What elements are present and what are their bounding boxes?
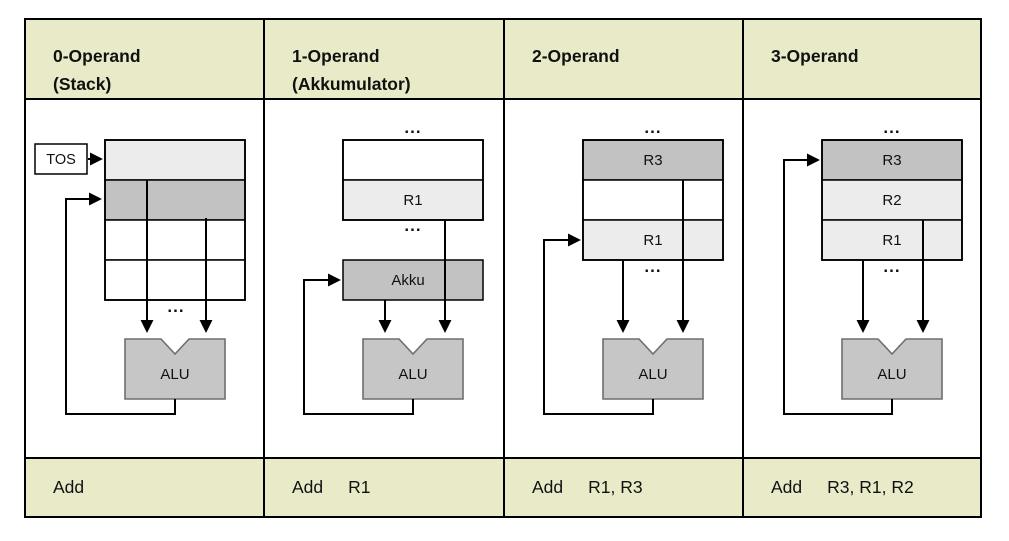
diagram-akkumulator-architecture: ... R1 ... Akku ALU [265,100,505,459]
header-1-operand: 1-Operand (Akkumulator) [265,20,505,100]
header-subtitle: (Stack) [53,74,112,94]
instruction-operands: R1, R3 [588,477,643,497]
instruction-operands: R1 [348,477,371,497]
tos-label: TOS [46,152,76,168]
diagram-3-operand-architecture: ... R3 R2 R1 ... ALU [744,100,980,459]
ellipsis: ... [883,257,900,276]
alu: ALU [841,338,943,400]
register-cell-blank [582,179,724,221]
register-outline [821,139,963,261]
register-label-r1: R1 [643,232,662,249]
stack-cell-4 [104,259,246,301]
diagram-2-operand-architecture: ... R3 R1 ... ALU [505,100,744,459]
ellipsis: ... [883,118,900,137]
header-title: 3-Operand [771,46,859,66]
akku-label: Akku [391,272,424,289]
register-label-r3: R3 [643,152,662,169]
instruction-3-operand: Add R3, R1, R2 [744,459,980,516]
alu: ALU [602,338,704,400]
register-outline [582,139,724,261]
header-2-operand: 2-Operand [505,20,744,100]
instruction-opcode: Add [771,477,803,497]
header-title: 2-Operand [532,46,620,66]
header-title: 1-Operand [292,46,380,66]
ellipsis: ... [644,257,661,276]
instruction-operands: R3, R1, R2 [827,477,914,497]
register-outline [342,139,484,221]
header-3-operand: 3-Operand [744,20,980,100]
register-cell-r3 [582,139,724,181]
alu-feedback-line [65,192,176,415]
register-label-r3: R3 [882,152,901,169]
stack-cell-3 [104,219,246,261]
register-label-r2: R2 [882,192,901,209]
alu-shape [124,338,226,400]
ellipsis: ... [644,118,661,137]
alu: ALU [124,338,226,400]
alu-feedback-line [303,273,414,415]
instruction-opcode: Add [292,477,324,497]
ellipsis: ... [167,297,184,316]
instruction-stack: Add [26,459,265,516]
alu-shape [841,338,943,400]
akku-box [342,259,484,301]
alu-shape [602,338,704,400]
stack-cell-2 [104,179,246,221]
header-subtitle: (Akkumulator) [292,74,411,94]
stack-outline [104,139,246,301]
instruction-2-operand: Add R1, R3 [505,459,744,516]
operand-architecture-table: 0-Operand (Stack) 1-Operand (Akkumulator… [24,18,982,518]
alu-label: ALU [877,366,906,383]
instruction-opcode: Add [53,477,85,497]
register-cell-blank [342,139,484,181]
alu-label: ALU [160,366,189,383]
alu-shape [362,338,464,400]
header-title: 0-Operand [53,46,141,66]
stack-cell-tos [104,139,246,181]
ellipsis: ... [404,216,421,235]
alu: ALU [362,338,464,400]
instruction-akkumulator: Add R1 [265,459,505,516]
ellipsis: ... [404,118,421,137]
alu-feedback-line [783,153,893,415]
alu-label: ALU [398,366,427,383]
header-0-operand: 0-Operand (Stack) [26,20,265,100]
instruction-opcode: Add [532,477,564,497]
register-label-r1: R1 [882,232,901,249]
register-cell-r1 [821,219,963,261]
diagram-stack-architecture: TOS ... ALU [26,100,265,459]
alu-feedback-line [543,233,654,415]
register-label-r1: R1 [403,192,422,209]
tos-box [34,143,88,175]
alu-label: ALU [638,366,667,383]
